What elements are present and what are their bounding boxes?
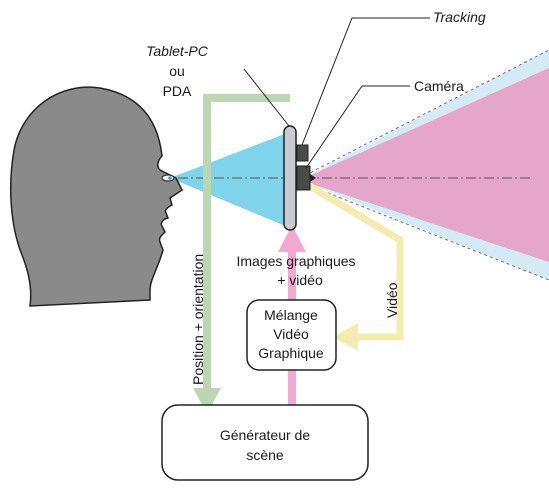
mix-label-1: Mélange: [264, 307, 318, 323]
mix-label-3: Graphique: [258, 345, 324, 361]
scene-generator-box: [161, 404, 369, 481]
camera-leader: [305, 85, 410, 169]
tracking-sensor: [296, 144, 309, 162]
head-silhouette: [9, 86, 183, 307]
video-label: Vidéo: [384, 282, 400, 318]
tablet-label-pda: PDA: [163, 83, 192, 99]
video-arrow: [306, 181, 404, 351]
mix-box: [246, 299, 337, 371]
tablet-leader: [243, 68, 290, 127]
tablet-label-or: ou: [169, 63, 185, 79]
camera-block: [296, 165, 311, 191]
tablet-device: [283, 125, 297, 231]
generator-label-1: Générateur de: [220, 427, 310, 443]
position-label: Position + orientation: [190, 254, 206, 385]
generator-label-2: scène: [246, 447, 284, 463]
tracking-label: Tracking: [433, 9, 486, 25]
eye-view-cone: [170, 132, 290, 228]
mix-label-2: Vidéo: [273, 326, 309, 342]
images-label: Images graphiques: [236, 253, 355, 269]
tablet-label: Tablet-PC: [146, 43, 209, 59]
tracking-leader: [301, 17, 430, 146]
images-label-video: + vidéo: [277, 272, 323, 288]
eye: [161, 174, 175, 182]
camera-label: Caméra: [414, 78, 464, 94]
position-orientation-arrow: [193, 94, 290, 414]
